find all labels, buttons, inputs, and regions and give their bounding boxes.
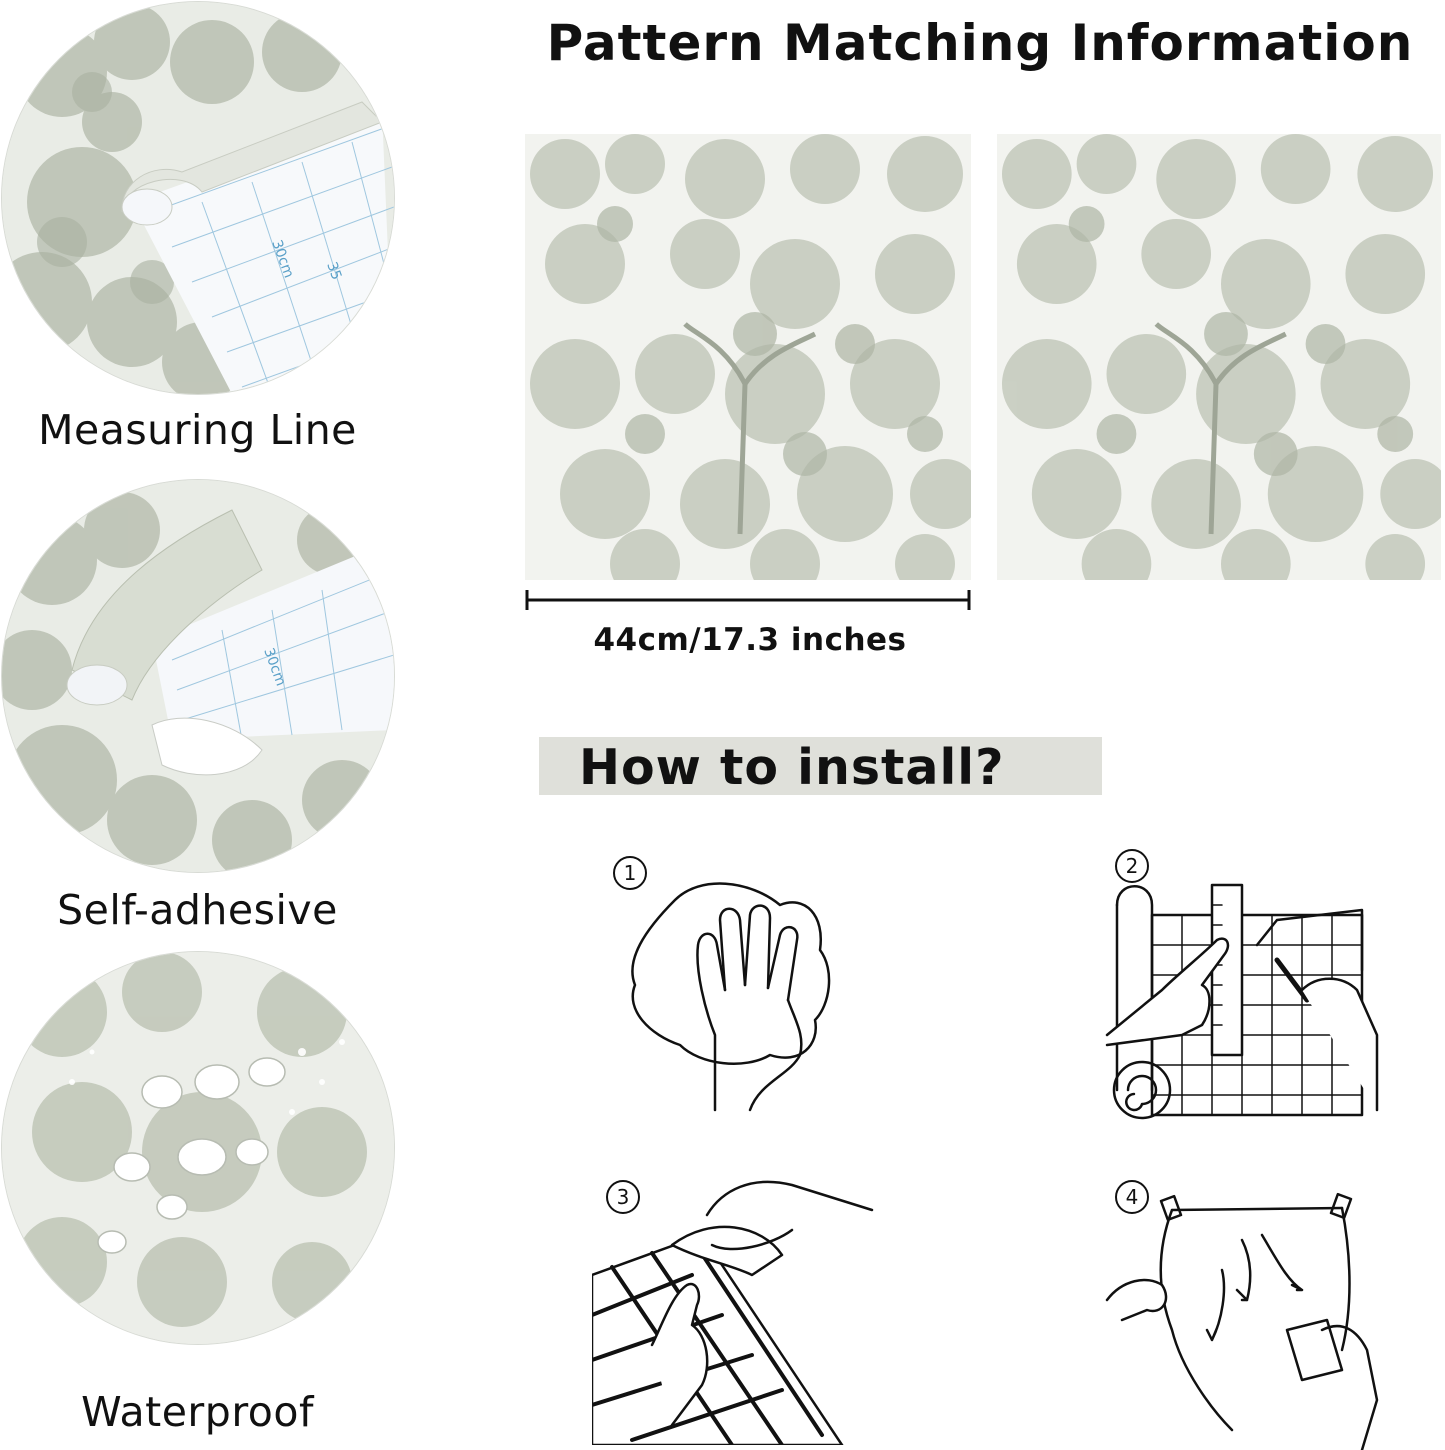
feature-label-waterproof: Waterproof: [81, 1388, 314, 1436]
width-measure-bracket: [525, 590, 971, 610]
feature-measuring-line-image: 30cm 35: [2, 2, 394, 394]
pattern-panel-right: [997, 134, 1441, 580]
roll-mark-35: 35: [323, 260, 344, 282]
width-label: 44cm/17.3 inches: [593, 622, 907, 658]
feature-label-self-adhesive: Self-adhesive: [57, 886, 338, 934]
feature-self-adhesive-image: 30cm: [2, 480, 394, 872]
install-title: How to install?: [579, 739, 1005, 796]
step-number-1: 1: [613, 856, 647, 890]
measure-cut-icon: [1102, 860, 1402, 1130]
page-title: Pattern Matching Information: [546, 14, 1414, 72]
apply-smooth-icon: [1102, 1180, 1402, 1450]
wipe-wall-icon: [620, 860, 920, 1130]
pattern-panel-left: [525, 134, 971, 580]
feature-label-measuring-line: Measuring Line: [38, 406, 357, 454]
peel-backing-icon: [592, 1175, 892, 1445]
install-header-bar: How to install?: [539, 737, 1102, 796]
step-number-3: 3: [606, 1180, 640, 1214]
feature-waterproof-image: [2, 952, 394, 1344]
step-number-4: 4: [1115, 1180, 1149, 1214]
step-number-2: 2: [1115, 849, 1149, 883]
